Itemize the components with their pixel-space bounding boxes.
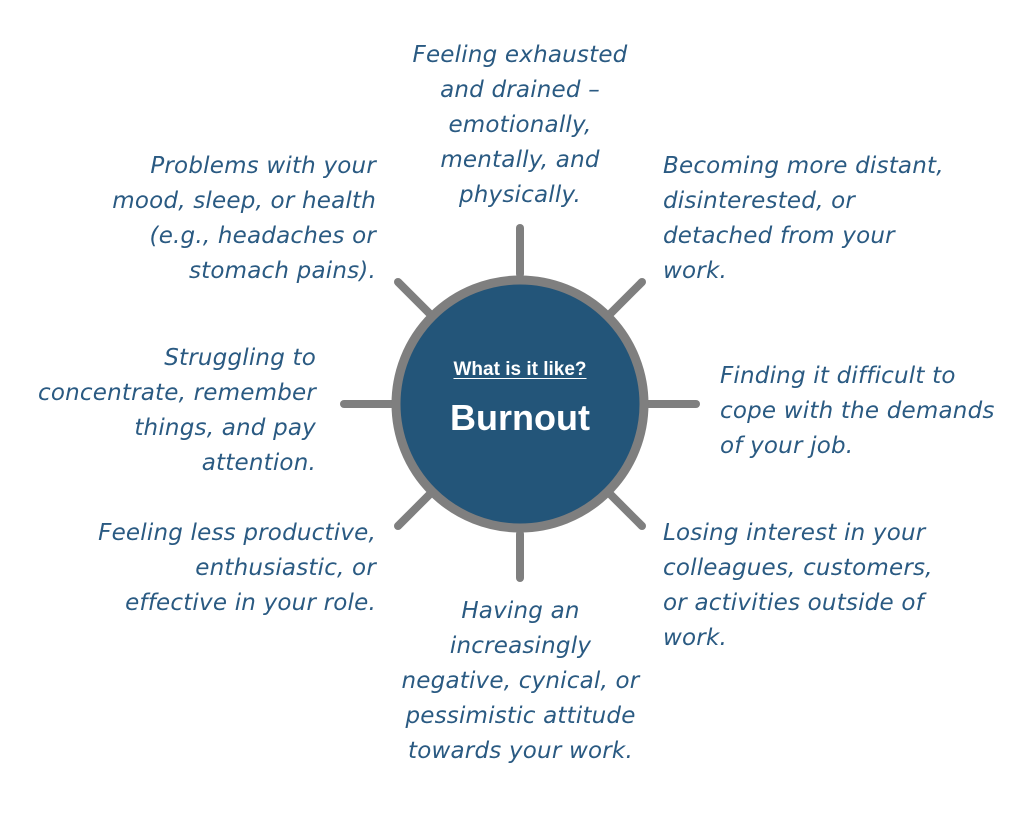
center-circle — [391, 275, 649, 533]
symptom-coping-difficulty: Finding it difficult to cope with the de… — [720, 363, 995, 459]
symptom-health-problems: Problems with your mood, sleep, or healt… — [112, 153, 376, 284]
symptom-loss-of-interest: Losing interest in your colleagues, cust… — [663, 520, 933, 651]
center-title: Burnout — [450, 397, 590, 438]
center-subtitle: What is it like? — [453, 359, 587, 380]
symptom-exhaustion: Feeling exhausted and drained – emotiona… — [412, 42, 628, 208]
spoke-bottom-right — [604, 488, 646, 530]
spoke-top-left — [394, 278, 436, 320]
spoke-top-right — [604, 278, 646, 320]
spoke-bottom-left — [394, 488, 436, 530]
symptom-negative-attitude: Having an increasingly negative, cynical… — [401, 598, 640, 764]
symptom-concentration: Struggling to concentrate, remember thin… — [38, 345, 316, 476]
symptom-reduced-productivity: Feeling less productive, enthusiastic, o… — [98, 520, 376, 616]
symptom-detachment: Becoming more distant, disinterested, or… — [663, 153, 944, 284]
